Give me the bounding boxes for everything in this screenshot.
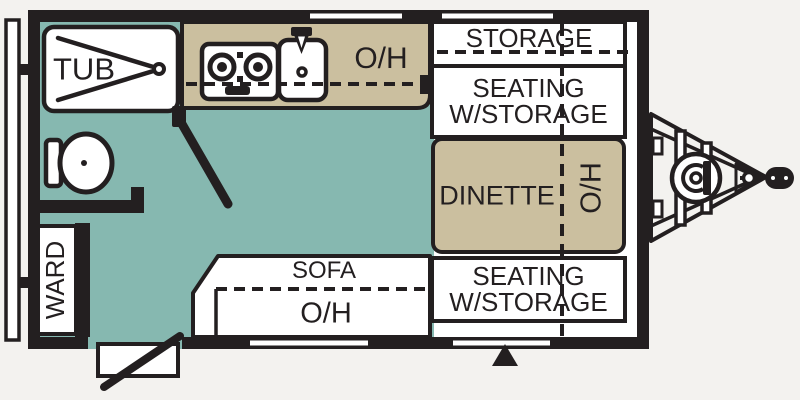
rear-seating-line1: SEATING — [472, 261, 585, 291]
window-top-kitchen — [310, 13, 402, 19]
trailer-hitch-icon — [649, 112, 794, 243]
front-seating-line2: W/STORAGE — [449, 99, 608, 129]
wall-left — [28, 10, 40, 349]
dinette-label: DINETTE — [439, 180, 555, 211]
dinette-overhead-label: O/H — [575, 162, 608, 214]
bath-wall — [37, 200, 144, 213]
window-bottom-seating — [453, 340, 550, 346]
dinette-table — [431, 137, 626, 254]
rear-bumper — [4, 18, 29, 342]
wall-right — [637, 10, 649, 349]
tub-icon — [41, 24, 181, 114]
window-top-storage — [442, 13, 553, 19]
front-seating-label: SEATING W/STORAGE — [434, 68, 623, 134]
tub-label: TUB — [53, 51, 115, 87]
rear-seating-line2: W/STORAGE — [449, 287, 608, 317]
bathroom-door-swing — [172, 106, 233, 209]
front-seating-box — [430, 64, 627, 139]
coupler-icon — [765, 167, 794, 189]
wardrobe-cabinet — [32, 224, 78, 336]
entry-arrow-icon — [492, 344, 518, 366]
sink-icon — [276, 27, 329, 103]
stove-icon — [199, 41, 281, 102]
window-bottom-sofa — [250, 340, 368, 346]
wardrobe-label: WARD — [40, 240, 70, 320]
kitchen-overhead-label: O/H — [354, 42, 408, 75]
bath-wall-return — [131, 187, 144, 202]
sofa-label: SOFA — [291, 257, 357, 284]
toilet-icon — [43, 131, 115, 195]
wardrobe-wall — [75, 223, 90, 337]
rear-seating-box — [430, 256, 627, 323]
counter-seating-stub-wall — [420, 75, 434, 94]
storage-label: STORAGE — [465, 23, 593, 53]
front-seating-line1: SEATING — [472, 73, 585, 103]
rear-seating-label: SEATING W/STORAGE — [434, 260, 623, 318]
sofa-overhead-label: O/H — [300, 297, 352, 330]
entry-door-swing — [100, 332, 184, 391]
